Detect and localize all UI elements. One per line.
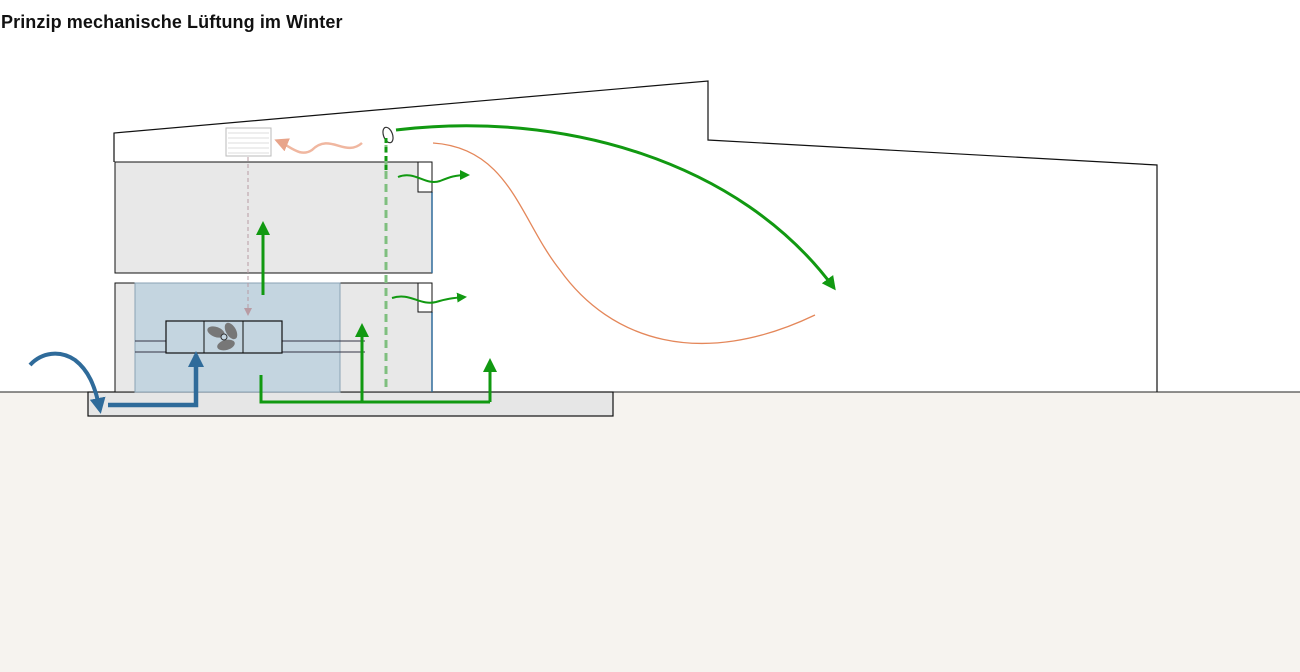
- fan-icon: [207, 322, 238, 351]
- roof-outline: [113, 80, 1158, 392]
- ground: [0, 392, 1300, 672]
- lower-window-airflow-arrow: [391, 292, 467, 304]
- lower-window-flap: [417, 282, 433, 313]
- page-title: Prinzip mechanische Lüftung im Winter: [1, 12, 343, 32]
- ventilation-unit: [165, 320, 283, 354]
- upper-window-airflow-arrow: [397, 170, 470, 183]
- outdoor-air-duct-arrow: [108, 351, 204, 408]
- outdoor-air-intake-arrow: [28, 351, 106, 414]
- supply-distribution-duct: [259, 375, 490, 404]
- natural-ventilation-arrow: [395, 124, 836, 291]
- upper-floor: [114, 161, 433, 274]
- roof-vent-icon: [382, 126, 394, 144]
- exhaust-grille-icon: [225, 127, 272, 157]
- exhaust-air-arrow: [274, 138, 363, 154]
- upper-window-flap: [417, 161, 433, 193]
- warm-air-curve: [432, 142, 816, 344]
